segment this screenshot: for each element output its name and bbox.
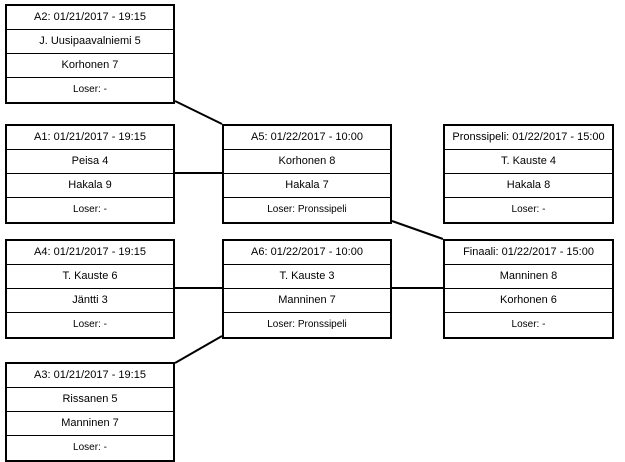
match-player2: Hakala 7 <box>224 174 390 198</box>
match-a2[interactable]: A2: 01/21/2017 - 19:15 J. Uusipaavalniem… <box>5 4 175 104</box>
match-player1: Manninen 8 <box>445 265 612 289</box>
match-player1: T. Kauste 3 <box>224 265 390 289</box>
match-player2: Korhonen 7 <box>7 54 173 78</box>
match-loser: Loser: Pronssipeli <box>267 204 347 215</box>
match-player2: Korhonen 6 <box>445 289 612 313</box>
match-a4[interactable]: A4: 01/21/2017 - 19:15 T. Kauste 6 Jäntt… <box>5 239 175 339</box>
connector-a5-to-finaali <box>391 220 444 240</box>
connector-a3-to-a6 <box>174 335 223 364</box>
match-a6[interactable]: A6: 01/22/2017 - 10:00 T. Kauste 3 Manni… <box>222 239 392 339</box>
match-loser: Loser: - <box>73 84 107 95</box>
match-player1: Rissanen 5 <box>7 388 173 412</box>
match-player2: Hakala 9 <box>7 174 173 198</box>
match-player2: Hakala 8 <box>445 174 612 198</box>
match-pronssipeli[interactable]: Pronssipeli: 01/22/2017 - 15:00 T. Kaust… <box>443 124 614 224</box>
match-player1: T. Kauste 6 <box>7 265 173 289</box>
match-loser: Loser: - <box>73 319 107 330</box>
match-loser: Loser: Pronssipeli <box>267 319 347 330</box>
match-finaali[interactable]: Finaali: 01/22/2017 - 15:00 Manninen 8 K… <box>443 239 614 339</box>
match-player1: J. Uusipaavalniemi 5 <box>7 30 173 54</box>
match-loser: Loser: - <box>511 204 546 215</box>
match-a1[interactable]: A1: 01/21/2017 - 19:15 Peisa 4 Hakala 9 … <box>5 124 175 224</box>
match-player2: Manninen 7 <box>224 289 390 313</box>
match-header: A5: 01/22/2017 - 10:00 <box>224 126 390 150</box>
match-player2: Jäntti 3 <box>7 289 173 313</box>
match-header: Finaali: 01/22/2017 - 15:00 <box>445 241 612 265</box>
match-a3[interactable]: A3: 01/21/2017 - 19:15 Rissanen 5 Mannin… <box>5 362 175 462</box>
connector-a2-to-a5 <box>174 100 223 125</box>
match-header: A4: 01/21/2017 - 19:15 <box>7 241 173 265</box>
match-player2: Manninen 7 <box>7 412 173 436</box>
match-header: A3: 01/21/2017 - 19:15 <box>7 364 173 388</box>
match-loser: Loser: - <box>73 442 107 453</box>
match-player1: Peisa 4 <box>7 150 173 174</box>
match-header: A2: 01/21/2017 - 19:15 <box>7 6 173 30</box>
match-header: A6: 01/22/2017 - 10:00 <box>224 241 390 265</box>
match-player1: T. Kauste 4 <box>445 150 612 174</box>
match-player1: Korhonen 8 <box>224 150 390 174</box>
match-header: Pronssipeli: 01/22/2017 - 15:00 <box>445 126 612 150</box>
match-loser: Loser: - <box>73 204 107 215</box>
match-a5[interactable]: A5: 01/22/2017 - 10:00 Korhonen 8 Hakala… <box>222 124 392 224</box>
match-header: A1: 01/21/2017 - 19:15 <box>7 126 173 150</box>
match-loser: Loser: - <box>511 319 546 330</box>
